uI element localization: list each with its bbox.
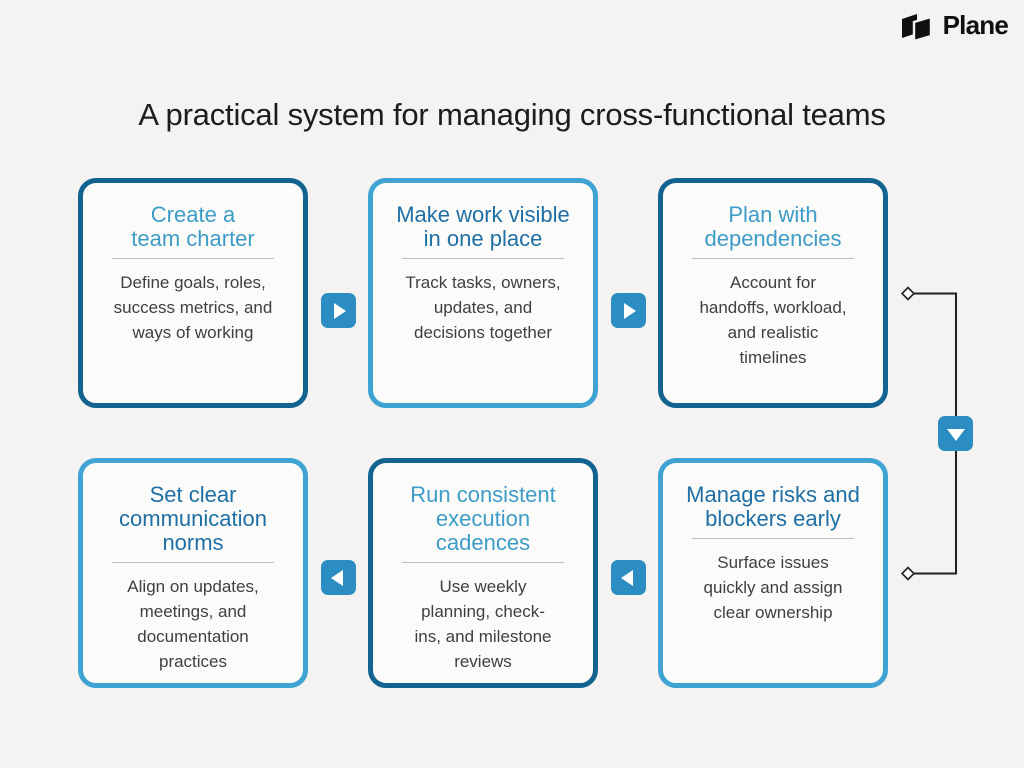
card-divider [112,562,274,563]
card-body: Account for handoffs, workload, and real… [699,273,847,367]
card-body: Align on updates, meetings, and document… [127,577,259,671]
card-divider [402,258,564,259]
plane-logo-text: Plane [942,10,1009,40]
card-manage-risks-blockers: Manage risks and blockers early Surface … [658,458,888,688]
arrow-right-icon [321,293,356,328]
connector-endpoint-diamond [900,286,916,301]
connector-endpoint-diamond [900,566,916,581]
arrow-down-icon [938,416,973,451]
card-title: Make work visible in one place [396,202,570,251]
card-set-communication-norms: Set clear communication norms Align on u… [78,458,308,688]
card-title: Plan with dependencies [704,202,842,251]
card-title: Manage risks and blockers early [686,482,860,531]
card-title: Create a team charter [131,202,255,251]
card-body: Use weekly planning, check- ins, and mil… [414,577,552,671]
card-make-work-visible: Make work visible in one place Track tas… [368,178,598,408]
card-body: Define goals, roles, success metrics, an… [113,273,273,342]
page-title: A practical system for managing cross-fu… [138,97,886,132]
arrow-down-glyph [946,429,965,441]
card-create-team-charter: Create a team charter Define goals, role… [78,178,308,408]
arrow-left-icon [611,560,646,595]
card-title: Run consistent execution cadences [410,482,556,555]
arrow-left-glyph [621,569,633,586]
arrow-left-glyph [331,569,343,586]
arrow-left-icon [321,560,356,595]
card-divider [692,258,854,259]
card-title: Set clear communication norms [119,482,267,555]
card-divider [402,562,564,563]
card-plan-with-dependencies: Plan with dependencies Account for hando… [658,178,888,408]
arrow-right-icon [611,293,646,328]
card-body: Track tasks, owners, updates, and decisi… [405,273,561,342]
arrow-right-glyph [624,302,636,319]
plane-logo-icon [901,14,932,42]
card-divider [112,258,274,259]
card-divider [692,538,854,539]
card-body: Surface issues quickly and assign clear … [703,553,843,622]
arrow-right-glyph [334,302,346,319]
plane-logo: Plane [899,9,1009,42]
card-run-execution-cadences: Run consistent execution cadences Use we… [368,458,598,688]
